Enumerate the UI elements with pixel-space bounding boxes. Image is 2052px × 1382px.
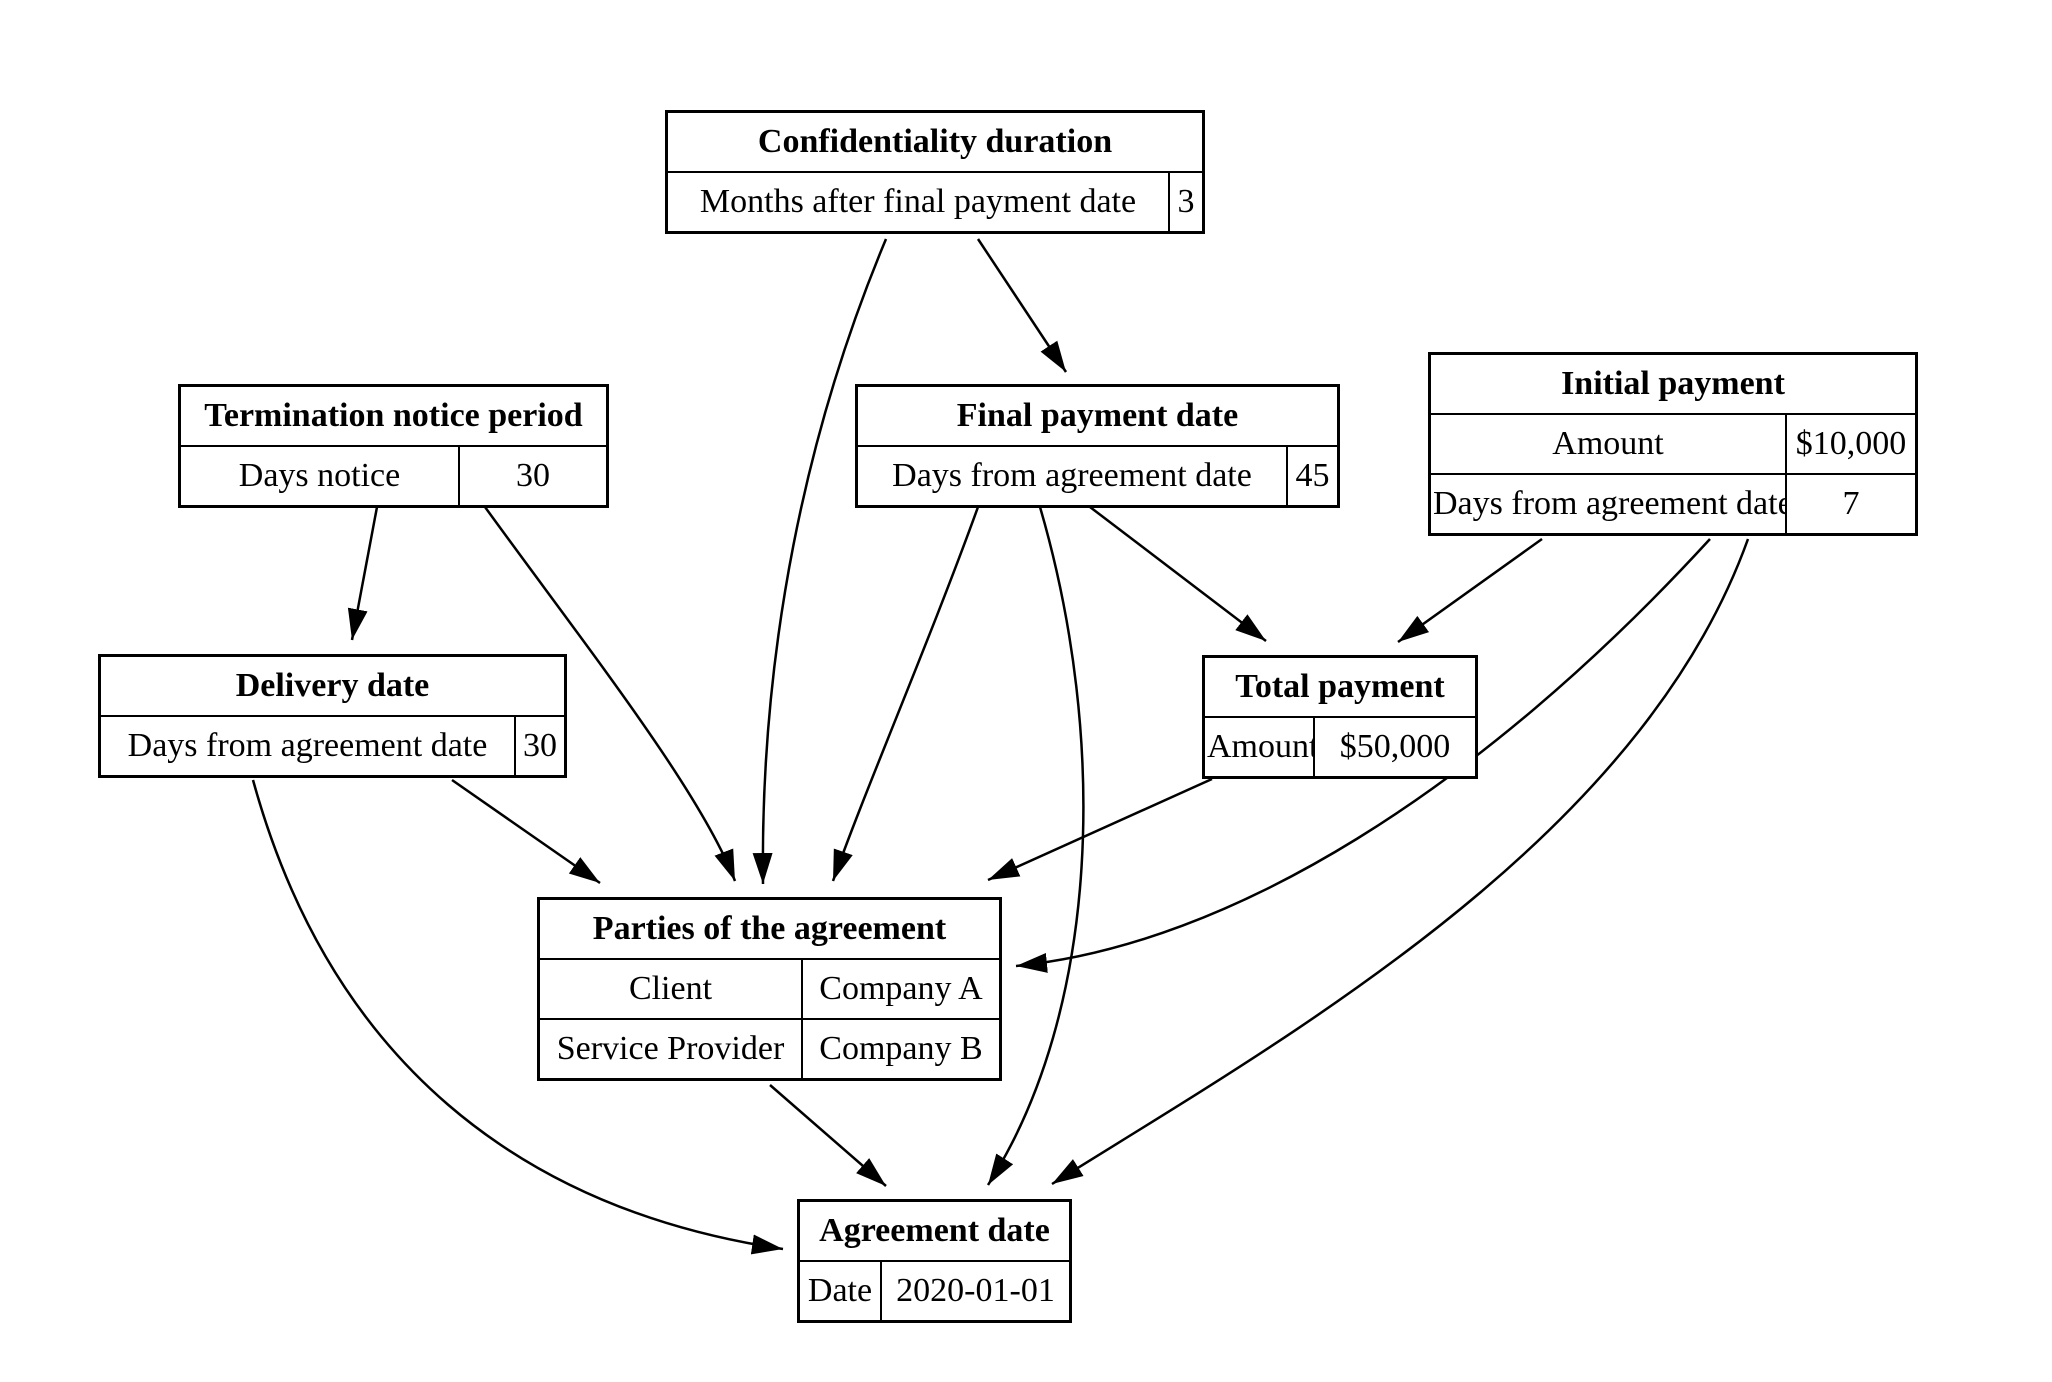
table-row: Service Provider Company B xyxy=(540,1018,999,1078)
edge-initial_payment-to-total_payment xyxy=(1397,537,1543,644)
node-title: Parties of the agreement xyxy=(540,900,999,960)
node-parties-of-the-agreement: Parties of the agreement Client Company … xyxy=(537,897,1002,1081)
row-value: 30 xyxy=(516,457,550,494)
row-value: $10,000 xyxy=(1795,425,1907,462)
table-row: Amount $10,000 xyxy=(1431,415,1915,473)
row-value: 30 xyxy=(523,727,557,764)
table-row: Days from agreement date 30 xyxy=(101,717,564,775)
row-label: Amount xyxy=(1431,415,1787,473)
row-label: Days notice xyxy=(181,447,460,505)
table-row: Days from agreement date 7 xyxy=(1431,473,1915,533)
edge-final_payment_date-to-total_payment xyxy=(1089,506,1267,642)
edge-delivery_date-to-parties_of_the_agreement xyxy=(451,778,601,885)
table-row: Days notice 30 xyxy=(181,447,606,505)
node-title: Initial payment xyxy=(1431,355,1915,415)
node-title: Final payment date xyxy=(858,387,1337,447)
row-value: 2020-01-01 xyxy=(896,1272,1055,1309)
row-label: Days from agreement date xyxy=(858,447,1288,505)
node-title: Agreement date xyxy=(800,1202,1069,1262)
node-title: Total payment xyxy=(1205,658,1475,718)
node-termination-notice-period: Termination notice period Days notice 30 xyxy=(178,384,609,508)
table-row: Days from agreement date 45 xyxy=(858,447,1337,505)
edge-delivery_date-to-agreement_date xyxy=(251,779,784,1255)
table-row: Months after final payment date 3 xyxy=(668,173,1202,231)
row-value: 7 xyxy=(1842,485,1860,522)
row-value: $50,000 xyxy=(1339,728,1451,765)
row-label: Service Provider xyxy=(540,1020,803,1078)
node-delivery-date: Delivery date Days from agreement date 3… xyxy=(98,654,567,778)
edge-final_payment_date-to-parties_of_the_agreement xyxy=(831,506,980,882)
row-value: Company A xyxy=(819,970,983,1007)
node-confidentiality-duration: Confidentiality duration Months after fi… xyxy=(665,110,1205,234)
edge-termination_notice_period-to-parties_of_the_agreement xyxy=(483,506,737,882)
row-label: Amount xyxy=(1205,718,1315,776)
edge-total_payment-to-parties_of_the_agreement xyxy=(987,777,1213,882)
table-row: Amount $50,000 xyxy=(1205,718,1475,776)
node-total-payment: Total payment Amount $50,000 xyxy=(1202,655,1478,779)
row-value: 45 xyxy=(1295,457,1330,494)
node-final-payment-date: Final payment date Days from agreement d… xyxy=(855,384,1340,508)
edge-initial_payment-to-agreement_date xyxy=(1051,538,1750,1186)
node-title: Termination notice period xyxy=(181,387,606,447)
row-label: Date xyxy=(800,1262,882,1320)
table-row: Client Company A xyxy=(540,960,999,1018)
node-title: Confidentiality duration xyxy=(668,113,1202,173)
row-label: Client xyxy=(540,960,803,1018)
row-value: 3 xyxy=(1177,183,1195,220)
edge-final_payment_date-to-agreement_date xyxy=(986,506,1085,1186)
edge-confidentiality_duration-to-final_payment_date xyxy=(976,238,1068,373)
edge-termination_notice_period-to-delivery_date xyxy=(347,506,379,641)
node-title: Delivery date xyxy=(101,657,564,717)
row-label: Days from agreement date xyxy=(101,717,516,775)
row-label: Months after final payment date xyxy=(668,173,1170,231)
row-label: Days from agreement date xyxy=(1431,475,1787,533)
table-row: Date 2020-01-01 xyxy=(800,1262,1069,1320)
node-agreement-date: Agreement date Date 2020-01-01 xyxy=(797,1199,1072,1323)
edge-parties_of_the_agreement-to-agreement_date xyxy=(769,1084,887,1187)
edge-initial_payment-to-parties_of_the_agreement xyxy=(1015,538,1711,973)
row-value: Company B xyxy=(819,1030,983,1067)
edge-confidentiality_duration-to-parties_of_the_agreement xyxy=(752,238,888,885)
node-initial-payment: Initial payment Amount $10,000 Days from… xyxy=(1428,352,1918,536)
